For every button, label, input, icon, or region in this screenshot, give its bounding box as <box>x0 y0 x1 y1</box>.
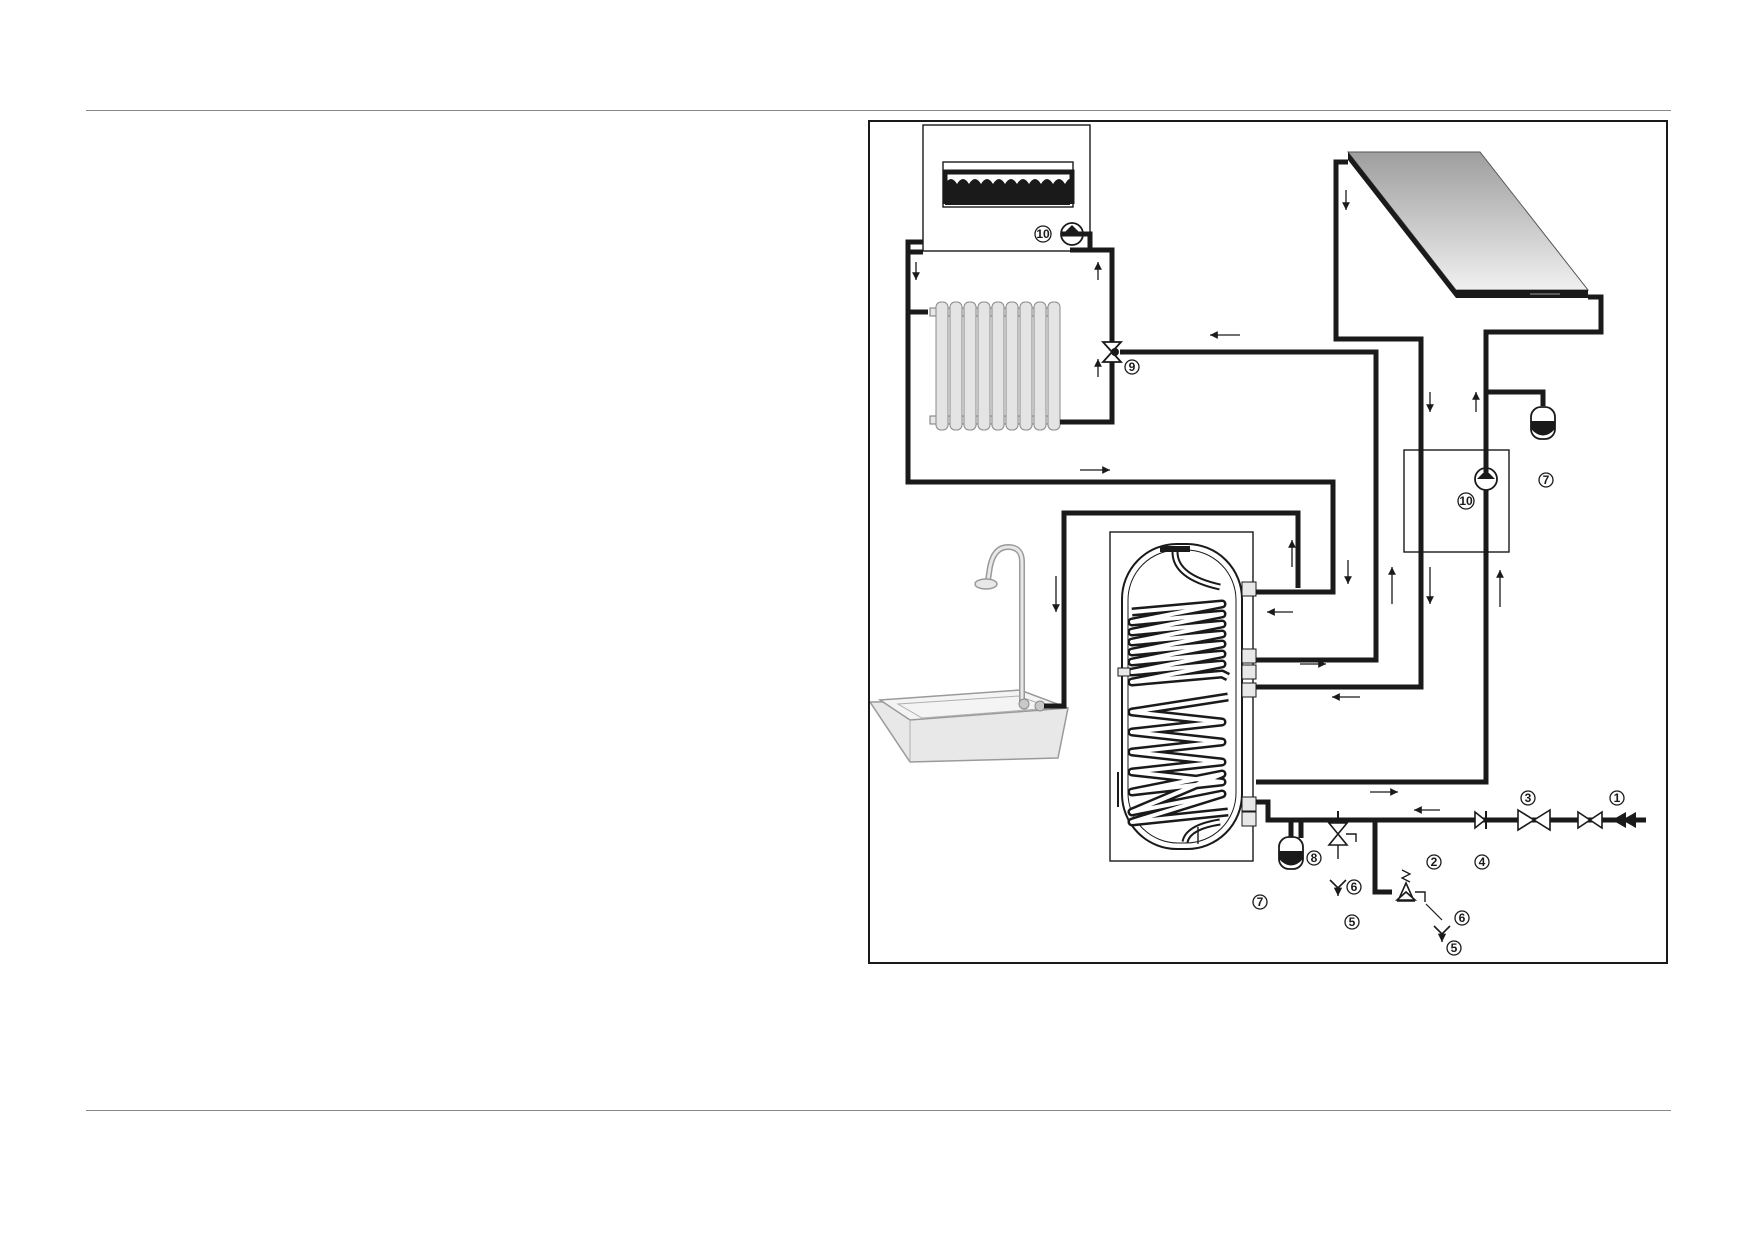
callout-6a: 6 <box>1346 879 1362 895</box>
callout-2: 2 <box>1426 854 1442 870</box>
callout-10a: 10 <box>1034 225 1052 243</box>
callout-5a: 5 <box>1344 914 1360 930</box>
stop-valve-icon <box>1517 808 1551 832</box>
svg-text:7: 7 <box>1543 473 1550 487</box>
svg-text:10: 10 <box>1459 494 1473 508</box>
svg-text:10: 10 <box>1036 227 1050 241</box>
inlet-valve-icon <box>1577 810 1603 830</box>
callout-7b: 7 <box>1252 894 1268 910</box>
solar-collector <box>1346 151 1590 298</box>
callout-6b: 6 <box>1454 910 1470 926</box>
flow-arrows <box>912 190 1504 814</box>
svg-text:7: 7 <box>1257 895 1264 909</box>
system-diagram: 1 2 3 4 5 5 6 6 <box>868 120 1668 964</box>
pipework <box>905 159 1646 895</box>
svg-text:3: 3 <box>1525 791 1532 805</box>
safety-valve-icon <box>1394 869 1426 902</box>
callout-7a: 7 <box>1538 472 1554 488</box>
svg-text:6: 6 <box>1351 880 1358 894</box>
expansion-vessel-solar-icon <box>1530 406 1556 440</box>
expansion-vessel-water-icon <box>1278 836 1304 870</box>
svg-text:9: 9 <box>1129 360 1136 374</box>
bottom-rule <box>86 1110 1671 1111</box>
callout-labels: 1 2 3 4 5 5 6 6 <box>1034 225 1625 956</box>
callout-4: 4 <box>1474 854 1490 870</box>
check-valve-icon <box>1474 810 1487 830</box>
svg-text:5: 5 <box>1451 941 1458 955</box>
three-way-valve-icon <box>1100 341 1124 363</box>
radiator <box>929 301 1061 431</box>
callout-5b: 5 <box>1446 940 1462 956</box>
svg-text:8: 8 <box>1311 851 1318 865</box>
burner-flames <box>945 175 1071 205</box>
shower-tap <box>974 543 1046 712</box>
drain-funnel-icon <box>1329 879 1347 896</box>
callout-1: 1 <box>1609 790 1625 806</box>
inlet-arrow-icon <box>1612 812 1636 828</box>
svg-text:5: 5 <box>1349 915 1356 929</box>
callout-8: 8 <box>1306 850 1322 866</box>
svg-text:4: 4 <box>1479 855 1486 869</box>
drain-valve-icon <box>1327 811 1357 859</box>
svg-text:1: 1 <box>1614 791 1621 805</box>
top-rule <box>86 110 1671 111</box>
safety-drain-funnel-icon <box>1425 903 1451 942</box>
storage-tank <box>1109 531 1257 862</box>
callout-10b: 10 <box>1457 492 1475 510</box>
svg-text:6: 6 <box>1459 911 1466 925</box>
callout-3: 3 <box>1520 790 1536 806</box>
callout-9: 9 <box>1124 359 1140 375</box>
svg-text:2: 2 <box>1431 855 1438 869</box>
